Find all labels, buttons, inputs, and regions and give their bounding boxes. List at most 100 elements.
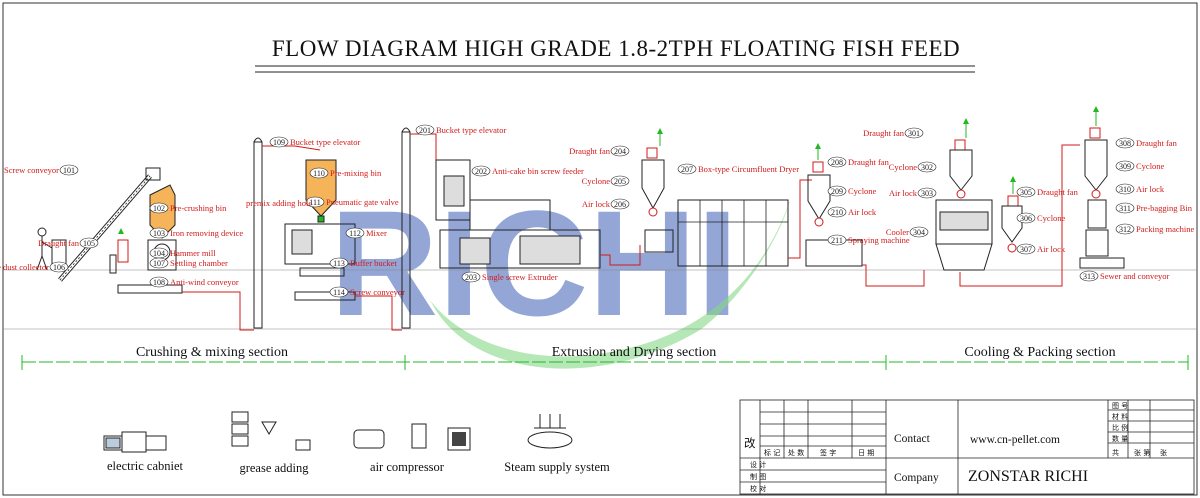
equipment-number-209: 209	[831, 187, 843, 196]
title-block	[739, 399, 1195, 495]
equipment-name-111: Pneumatic gate valve	[326, 197, 399, 207]
section-dividers	[21, 355, 1189, 370]
draught-fan-301	[954, 139, 966, 151]
equipment-bubble-211	[827, 234, 847, 246]
cyclone-302	[949, 149, 973, 191]
equipment-bubble-203	[461, 271, 481, 283]
equipment-name-308: Draught fan	[1136, 138, 1178, 148]
equipment-name-202: Anti-cake bin screw feeder	[492, 166, 584, 176]
bucket-elevator-201	[401, 131, 411, 329]
equipment-name-105: Draught fan	[38, 238, 80, 248]
equipment-number-106: 106	[53, 263, 65, 272]
anti-cake-bin-202	[435, 159, 471, 221]
company-label: Company	[894, 472, 939, 484]
company-value: ZONSTAR RICHI	[968, 468, 1088, 485]
cyclone-309	[1084, 139, 1108, 191]
equipment-number-308: 308	[1119, 139, 1131, 148]
equipment-bubble-204	[610, 145, 630, 157]
equipment-number-204: 204	[614, 147, 626, 156]
equipment-bubble-107	[149, 257, 169, 269]
equipment-number-205: 205	[614, 177, 626, 186]
draught-fan-105	[117, 239, 129, 263]
buffer-bucket-113	[299, 267, 345, 277]
equipment-name-302: Cyclone	[889, 162, 918, 172]
tb-right-4: 数 量	[1112, 434, 1128, 443]
equipment-number-109: 109	[273, 138, 285, 147]
air-lock-206	[648, 207, 658, 217]
equipment-number-110: 110	[313, 169, 325, 178]
cyclone-209	[807, 174, 831, 220]
equipment-name-108: Anti-wind conveyor	[170, 277, 239, 287]
equipment-bubble-205	[610, 175, 630, 187]
equipment-bubble-304	[909, 226, 929, 238]
equipment-number-309: 309	[1119, 162, 1131, 171]
equipment-number-302: 302	[921, 163, 933, 172]
draught-fan-308	[1089, 127, 1101, 139]
equipment-name-313: Sewer and conveyor	[1100, 271, 1170, 281]
exhaust-arrows	[118, 106, 1099, 240]
grease-adding-icon	[231, 411, 311, 451]
cyclone-205	[641, 159, 665, 210]
equipment-name-305: Draught fan	[1037, 187, 1079, 197]
tb-row-design: 设 计	[750, 460, 766, 469]
hammer-mill-104	[147, 239, 177, 271]
equipment-name-104: Hammer mill	[170, 248, 216, 258]
equipment-bubble-206	[610, 198, 630, 210]
equipment-bubble-109	[269, 136, 289, 148]
equipment-name-304: Cooler	[886, 227, 909, 237]
tb-header-1: 标 记	[764, 448, 780, 457]
equipment-number-105: 105	[83, 239, 95, 248]
equipment-name-209: Cyclone	[848, 186, 877, 196]
equipment-name-206: Air lock	[582, 199, 611, 209]
equipment-bubble-310	[1115, 183, 1135, 195]
section-extrusion-drying: Extrusion and Drying section	[552, 345, 716, 360]
watermark-swoosh	[430, 200, 790, 369]
equipment-name-208: Draught fan	[848, 157, 890, 167]
equipment-name-204: Draught fan	[569, 146, 611, 156]
legend-steam-supply: Steam supply system	[504, 460, 610, 474]
equipment-name-312: Packing machine	[1136, 224, 1195, 234]
equipment-label-209: 209 Cyclone	[827, 185, 877, 197]
pulse-dust-collector-106	[109, 254, 117, 274]
equipment-bubble-108	[149, 276, 169, 288]
equipment-number-202: 202	[475, 167, 487, 176]
tb-header-4: 日 期	[858, 449, 874, 457]
equipment-name-201: Bucket type elevator	[436, 125, 507, 135]
equipment-number-206: 206	[614, 200, 626, 209]
equipment-number-112: 112	[349, 229, 361, 238]
equipment-name-303: Air lock	[889, 188, 918, 198]
equipment-bubble-313	[1079, 270, 1099, 282]
equipment-bubble-201	[415, 124, 435, 136]
equipment-bubble-106	[49, 261, 69, 273]
equipment-name-306: Cyclone	[1037, 213, 1066, 223]
tb-footer-3: 张	[1160, 448, 1167, 457]
air-lock-303	[956, 189, 966, 199]
tb-row-draw: 制 图	[750, 472, 766, 481]
equipment-number-203: 203	[465, 273, 477, 282]
equipment-bubble-207	[677, 163, 697, 175]
equipment-name-211: Spraying machine	[848, 235, 910, 245]
equipment-name-311: Pre-bagging Bin	[1136, 203, 1193, 213]
tb-footer-1: 共	[1112, 448, 1119, 457]
equipment-label-202: 202 Anti-cake bin screw feeder	[471, 165, 584, 177]
air-lock-307	[1007, 243, 1017, 253]
sewer-conveyor-313	[1079, 257, 1125, 269]
tb-right-1: 图 号	[1112, 402, 1128, 410]
anti-wind-conveyor-108	[117, 284, 183, 294]
equipment-number-201: 201	[419, 126, 431, 135]
equipment-number-101: 101	[63, 166, 75, 175]
equipment-bubble-202	[471, 165, 491, 177]
equipment-name-101: Screw conveyor	[4, 165, 59, 175]
equipment-number-107: 107	[153, 259, 165, 268]
